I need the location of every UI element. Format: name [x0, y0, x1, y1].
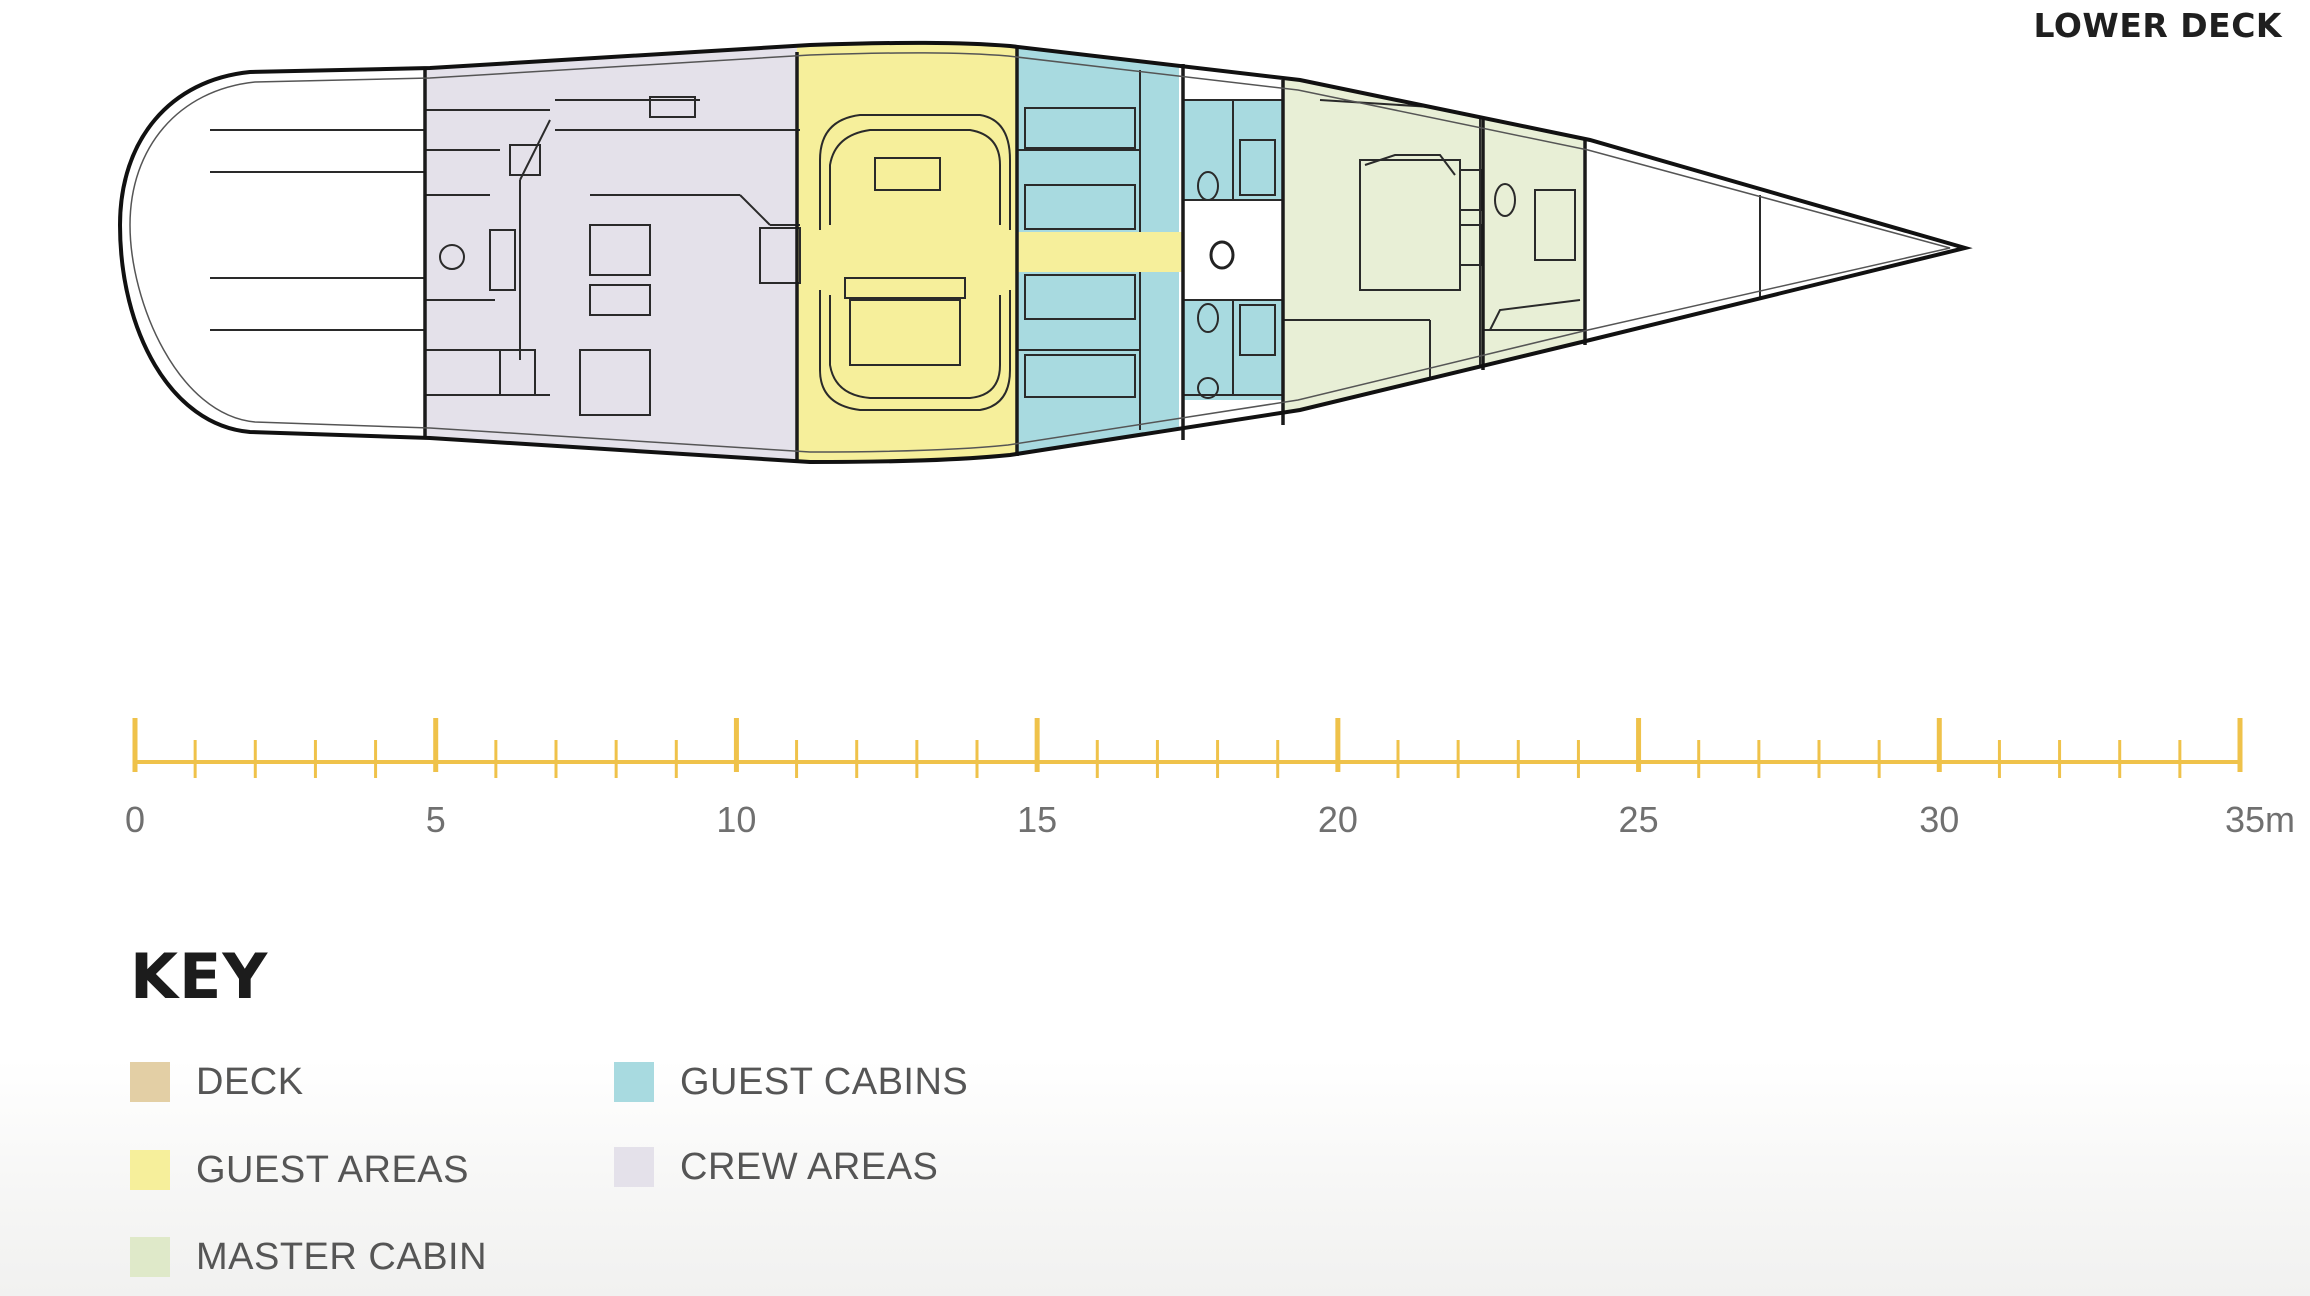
- key-item-guest-cabins: GUEST CABINS: [614, 1057, 968, 1107]
- key-item-master-cabin: MASTER CABIN: [130, 1232, 487, 1282]
- key-label-guest-cabins: GUEST CABINS: [680, 1060, 969, 1103]
- scale-tick-label: 10: [716, 799, 756, 840]
- key-swatch-crew-areas: [614, 1147, 654, 1187]
- deck-plan: [117, 40, 1973, 465]
- toilet-icon: [1209, 240, 1235, 270]
- key-swatch-deck: [130, 1062, 170, 1102]
- scale-tick-label: 25: [1619, 799, 1659, 840]
- scale-tick-label: 15: [1017, 799, 1057, 840]
- key-label-guest-areas: GUEST AREAS: [196, 1148, 470, 1191]
- key-swatch-master-cabin: [130, 1237, 170, 1277]
- zone-corridor: [1017, 232, 1182, 272]
- key-label-crew-areas: CREW AREAS: [680, 1145, 939, 1188]
- key-swatch-guest-areas: [130, 1150, 170, 1190]
- zone-crew-aft: [425, 42, 797, 462]
- key-item-crew-areas: CREW AREAS: [614, 1142, 938, 1192]
- zone-guest-saloon: [797, 42, 1017, 462]
- key-item-deck: DECK: [130, 1057, 304, 1107]
- scale-tick-label: 0: [125, 799, 145, 840]
- key-label-master-cabin: MASTER CABIN: [196, 1235, 488, 1278]
- scale-tick-label: 20: [1318, 799, 1358, 840]
- key-swatch-guest-cabins: [614, 1062, 654, 1102]
- scale-tick-label: 5: [426, 799, 446, 840]
- key-title: KEY: [130, 940, 269, 1013]
- deck-title: LOWER DECK: [2033, 6, 2282, 45]
- key-item-guest-areas: GUEST AREAS: [130, 1145, 469, 1195]
- key-label-deck: DECK: [196, 1060, 304, 1103]
- scale-tick-label: 30: [1919, 799, 1959, 840]
- scale-tick-label: 35m: [2225, 799, 2295, 840]
- hull-outline: [117, 40, 1973, 465]
- scale-bar: 0 5 10 15 20 25 30 35m: [125, 718, 2295, 840]
